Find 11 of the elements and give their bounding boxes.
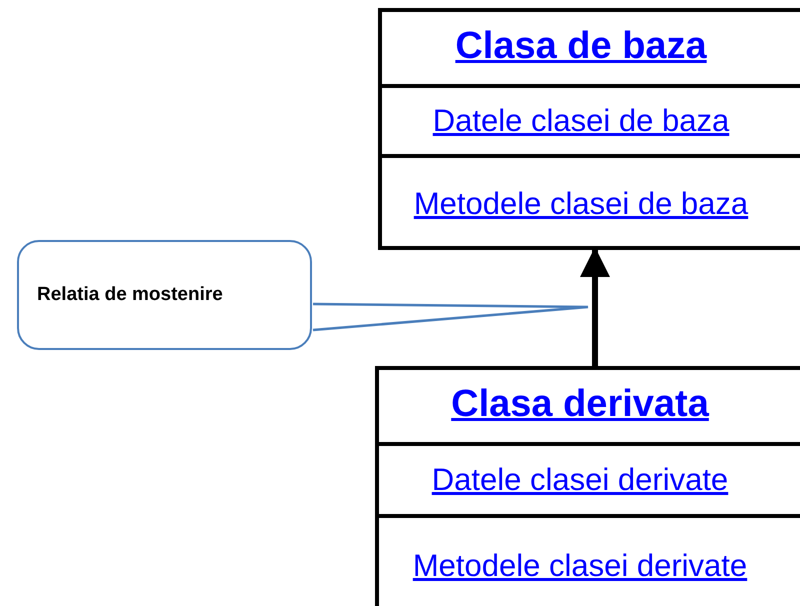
- class-name: Clasa de baza: [455, 24, 707, 68]
- class-box: [378, 8, 800, 250]
- callout-bubble: [17, 240, 312, 350]
- callout-tail: [312, 302, 590, 332]
- class-name: Clasa derivata: [451, 382, 709, 426]
- class-attributes: Datele clasei de baza: [432, 103, 730, 139]
- class-methods: Metodele clasei de baza: [414, 186, 748, 222]
- class-methods: Metodele clasei derivate: [412, 548, 748, 584]
- class-box: [375, 366, 800, 606]
- class-attributes: Datele clasei derivate: [432, 462, 728, 498]
- callout-text: Relatia de mostenire: [37, 284, 223, 306]
